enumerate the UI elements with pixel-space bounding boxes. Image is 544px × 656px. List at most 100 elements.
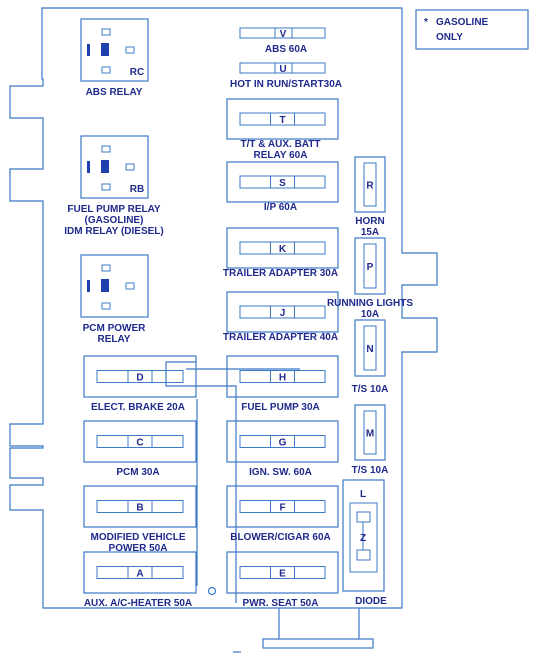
diode-label: DIODE (355, 596, 387, 607)
fuse-letter: R (366, 181, 374, 192)
mounting-hole (207, 586, 217, 596)
note-star: * (424, 17, 428, 28)
fuse-blade (96, 566, 184, 579)
relay-pin (101, 28, 111, 36)
fuse-right-n: NT/S 10A (352, 319, 388, 395)
fuse-blade (363, 162, 377, 207)
fuse-letter: A (136, 569, 143, 580)
fuse-right-m: M T/S 10A (352, 404, 389, 476)
fuse-letter: E (279, 569, 286, 580)
fuse-blade (239, 500, 326, 513)
fuse-letter: V (280, 29, 287, 40)
fuse-letter: H (279, 373, 286, 384)
fuse-label: TRAILER ADAPTER 30A (223, 268, 338, 279)
relay-abs: RC ABS RELAY (80, 18, 149, 98)
fuse-blade (96, 435, 184, 448)
fuse-label: BLOWER/CIGAR 60A (230, 532, 331, 543)
diode-letter-mid: Z (360, 533, 366, 544)
fuse-housing (83, 485, 197, 528)
fuse-letter: N (366, 344, 373, 355)
fuse-letter: C (136, 438, 143, 449)
fuse-blade (239, 435, 326, 448)
fuse-label: MODIFIED VEHICLE (90, 532, 185, 543)
fuse-housing (83, 420, 197, 463)
fuse-housing (226, 291, 339, 333)
fuse-housing (83, 355, 197, 398)
fuse-label: HOT IN RUN/START30A (230, 79, 342, 90)
fuse-blade (363, 325, 377, 371)
fuse-label: 15A (361, 227, 379, 238)
relay-code: RB (130, 184, 144, 195)
relay-pin (101, 264, 111, 272)
relay-pin (87, 161, 90, 173)
fuse-letter: J (280, 308, 286, 319)
diode-pin (356, 549, 371, 561)
fuse-letter: D (136, 373, 143, 384)
fuse-label: POWER 50A (109, 543, 168, 554)
fuse-letter: K (279, 244, 287, 255)
relay-code: RC (130, 67, 144, 78)
fuse-label: I/P 60A (264, 202, 297, 213)
fuse-label: RUNNING LIGHTS (327, 298, 413, 309)
relay-pin (101, 160, 109, 173)
fuse-label: HORN (355, 216, 384, 227)
fuse-blade (239, 370, 326, 383)
relay-pin (101, 183, 111, 191)
fuse-letter: B (136, 503, 143, 514)
fuse-housing (226, 227, 339, 269)
fuse-label: AUX. A/C-HEATER 50A (84, 598, 192, 609)
relay-label: (GASOLINE) (85, 215, 144, 226)
diode-letter-top: L (360, 489, 366, 500)
fuse-blade (363, 410, 377, 455)
fuse-label: IGN. SW. 60A (249, 467, 312, 478)
diode-pin (356, 511, 371, 523)
fuse-housing (354, 156, 386, 213)
diode: L Z DIODE (342, 479, 387, 607)
fuse-label: T/T & AUX. BATT (241, 139, 321, 150)
fuse-label: PCM 30A (116, 467, 159, 478)
bottom-connector (262, 638, 374, 649)
relay-pin (101, 302, 111, 310)
fuse-blade (96, 500, 184, 513)
fuse-label: 10A (361, 309, 379, 320)
fuse-blade (239, 305, 326, 319)
relay-body (80, 254, 149, 318)
relay-label: PCM POWER (83, 323, 147, 334)
fuse-housing (226, 420, 339, 463)
fuse-housing (226, 551, 339, 594)
fuse-blade (239, 175, 326, 189)
fuse-blade (239, 112, 326, 126)
fuse-box-outline (9, 7, 438, 609)
fuse-blade (363, 243, 377, 289)
fuse-housing (354, 237, 386, 295)
fuse-housing (83, 551, 197, 594)
relay-pin (87, 44, 90, 56)
fuse-label: FUEL PUMP 30A (241, 402, 320, 413)
fuse-blade (239, 27, 326, 39)
fuse-letter: M (366, 429, 374, 440)
relay-body (80, 18, 149, 82)
note-line-1: GASOLINE (436, 17, 489, 28)
relay-pin (125, 163, 135, 171)
fuse-label: RELAY 60A (254, 150, 308, 161)
relay-label: IDM RELAY (DIESEL) (64, 226, 163, 237)
relay-label: ABS RELAY (86, 87, 143, 98)
fuse-blade (239, 62, 326, 74)
fuse-housing (226, 98, 339, 140)
fuse-label: T/S 10A (352, 465, 389, 476)
fuse-blade (239, 241, 326, 255)
relay-pin (101, 279, 109, 292)
relay-pin (101, 43, 109, 56)
fuse-letter: P (367, 262, 374, 273)
relay-pin (101, 145, 111, 153)
